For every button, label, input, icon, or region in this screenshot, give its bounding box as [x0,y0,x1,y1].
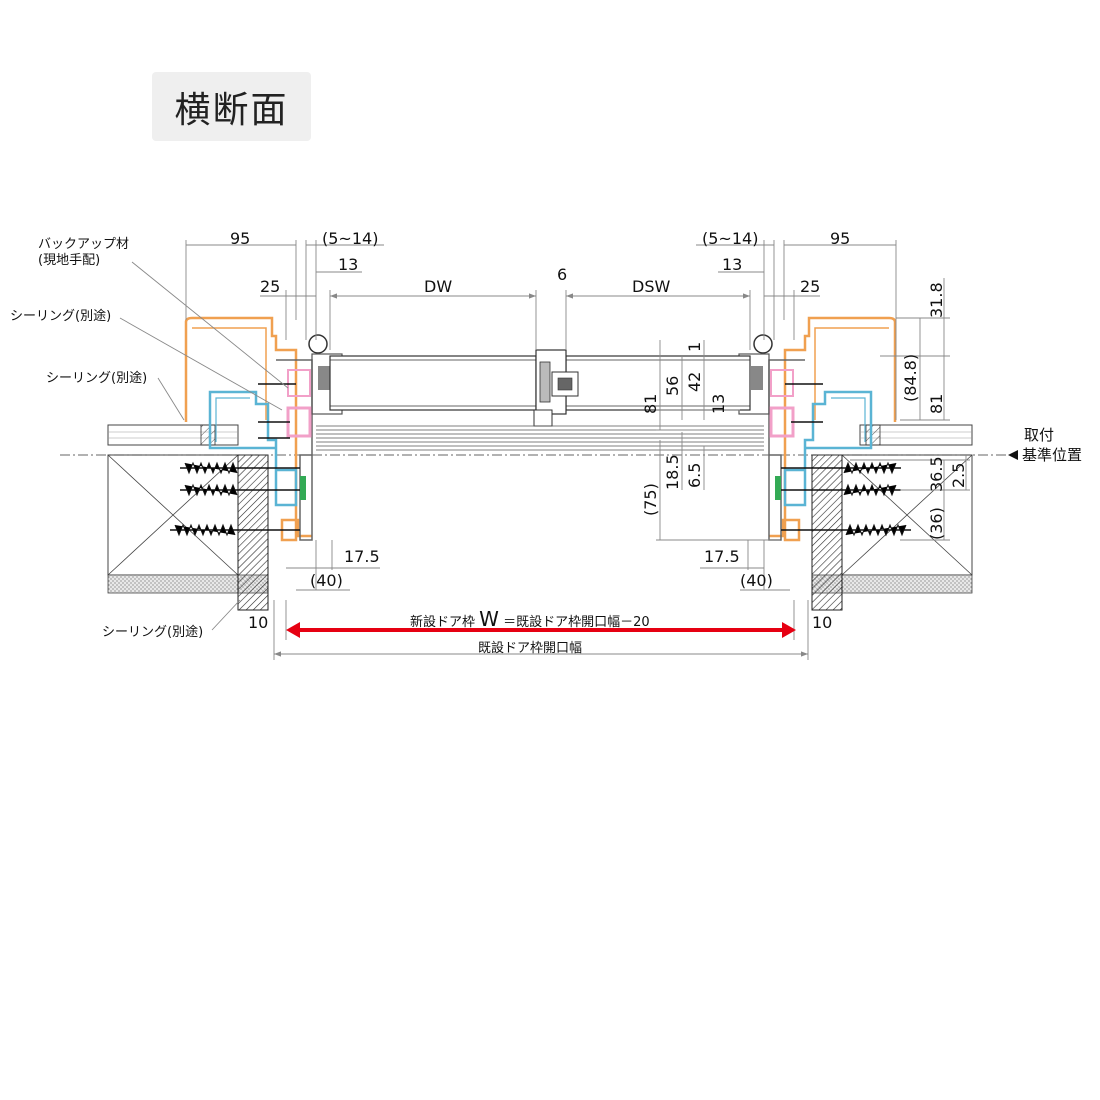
dim-c-75: (75) [641,483,660,516]
dim-right-25: 25 [800,277,820,296]
label-backup-material-note: (現地手配) [38,253,100,268]
dim-right-10: 10 [812,613,832,632]
dim-left-5-14: (5~14) [322,229,378,248]
dim-left-17-5: 17.5 [344,547,380,566]
label-new-width-prefix: 新設ドア枠 [410,614,475,630]
section-title-box: 横断面 [152,72,311,141]
dim-right-13: 13 [722,255,742,274]
door-leaf-left [329,355,537,411]
dim-c-6-5: 6.5 [685,463,704,488]
label-new-width-w: W [479,607,499,631]
dim-right-5-14: (5~14) [702,229,758,248]
dimension-lines [119,240,970,660]
new-width-arrow [286,622,796,638]
door-leaf-right [565,355,751,411]
dim-r-81: 81 [927,394,946,414]
label-sealing-bottom: シーリング(別途) [102,624,203,640]
triangle-left-icon [1008,450,1018,460]
label-reference-2: 基準位置 [1022,446,1082,464]
label-sealing-top: シーリング(別途) [10,308,111,324]
dim-left-13: 13 [338,255,358,274]
label-existing-width: 既設ドア枠開口幅 [478,640,582,656]
section-title: 横断面 [174,89,289,131]
dim-r-2-5: 2.5 [949,463,968,488]
dim-right-95: 95 [830,229,850,248]
dim-r-36: (36) [927,507,946,540]
dim-c-13: 13 [709,394,728,414]
dim-c-81: 81 [641,394,660,414]
dim-r-31-8: 31.8 [927,282,946,318]
dim-c-56: 56 [663,376,682,396]
label-sealing-mid: シーリング(別途) [46,370,147,386]
dim-c-1: 1 [685,342,704,352]
right-wall [811,424,973,611]
label-new-width-suffix: ＝既設ドア枠開口幅－20 [503,614,650,630]
label-new-width: 新設ドア枠 W ＝既設ドア枠開口幅－20 [410,607,650,631]
dim-six: 6 [557,265,567,284]
dim-right-17-5: 17.5 [704,547,740,566]
dim-c-18-5: 18.5 [663,454,682,490]
dim-r-84-8: (84.8) [901,354,920,402]
dim-left-25: 25 [260,277,280,296]
left-wall [107,424,269,611]
dim-dw: DW [424,277,452,296]
dim-left-95: 95 [230,229,250,248]
label-backup-material: バックアップ材 [38,237,129,252]
left-frame [170,316,343,542]
dim-right-40: (40) [740,571,773,590]
dim-r-36-5: 36.5 [927,456,946,492]
dim-c-42: 42 [685,372,704,392]
center-lock [533,349,579,427]
dim-left-40: (40) [310,571,343,590]
label-reference-1: 取付 [1024,426,1054,444]
dim-dsw: DSW [632,277,670,296]
dim-left-10: 10 [248,613,268,632]
